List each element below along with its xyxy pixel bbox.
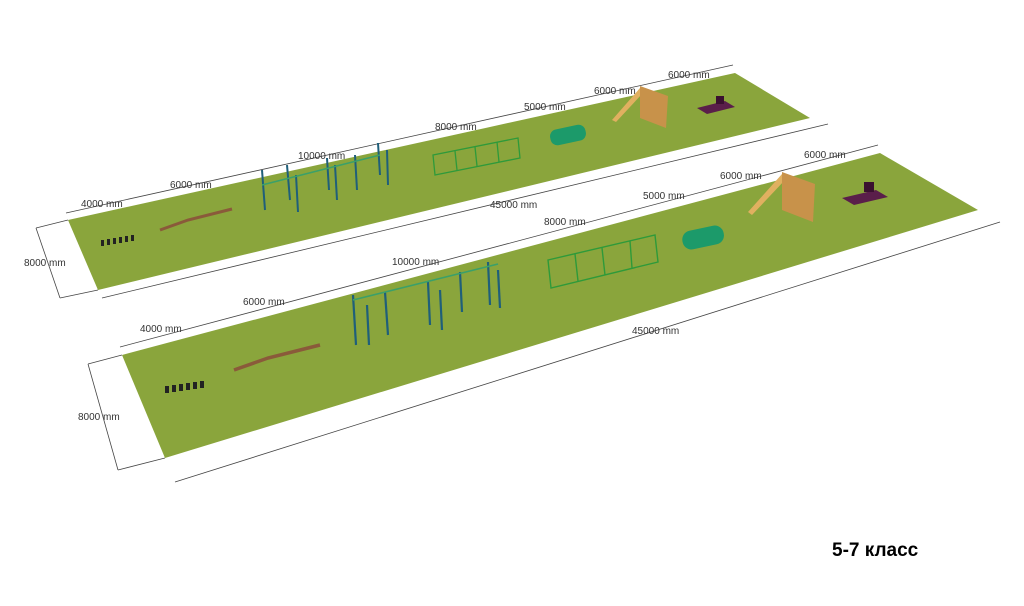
- dim-label: 6000 mm: [720, 171, 762, 182]
- dim-label: 6000 mm: [170, 180, 212, 191]
- monkey-bars-top: [261, 142, 389, 213]
- dimension-lines-bottom: [87, 144, 1001, 483]
- dim-label: 5000 mm: [643, 191, 685, 202]
- dimension-lines-top: [35, 64, 829, 299]
- climbing-frame-bottom: [547, 234, 659, 289]
- dim-label: 8000 mm: [544, 217, 586, 228]
- crawl-tunnel-bottom: [682, 225, 724, 250]
- width-label: 8000 mm: [78, 412, 120, 423]
- dim-label: 6000 mm: [668, 70, 710, 81]
- climbing-frame-top: [432, 137, 521, 176]
- stepping-stumps-bottom: [165, 381, 204, 393]
- dim-label: 6000 mm: [594, 86, 636, 97]
- monkey-bars-bottom: [351, 261, 502, 346]
- vault-platform-top: [697, 96, 735, 114]
- grade-caption: 5-7 класс: [832, 540, 919, 561]
- crawl-tunnel-top: [550, 124, 586, 146]
- dim-label: 8000 mm: [435, 122, 477, 133]
- dim-label: 10000 mm: [392, 257, 439, 268]
- balance-beam-top: [159, 207, 233, 232]
- stepping-stumps-top: [101, 235, 134, 246]
- length-label: 45000 mm: [490, 200, 537, 211]
- climbing-wall-bottom: [748, 172, 815, 222]
- dim-label: 4000 mm: [140, 324, 182, 335]
- width-label: 8000 mm: [24, 258, 66, 269]
- dim-label: 6000 mm: [243, 297, 285, 308]
- climbing-wall-top: [612, 86, 668, 128]
- dim-label: 5000 mm: [524, 102, 566, 113]
- field-strip-top: [68, 73, 810, 290]
- length-label: 45000 mm: [632, 326, 679, 337]
- dim-label: 6000 mm: [804, 150, 846, 161]
- dim-label: 4000 mm: [81, 199, 123, 210]
- balance-beam-bottom: [233, 343, 321, 372]
- field-strip-bottom: [122, 153, 978, 458]
- vault-platform-bottom: [842, 182, 888, 205]
- dim-label: 10000 mm: [298, 151, 345, 162]
